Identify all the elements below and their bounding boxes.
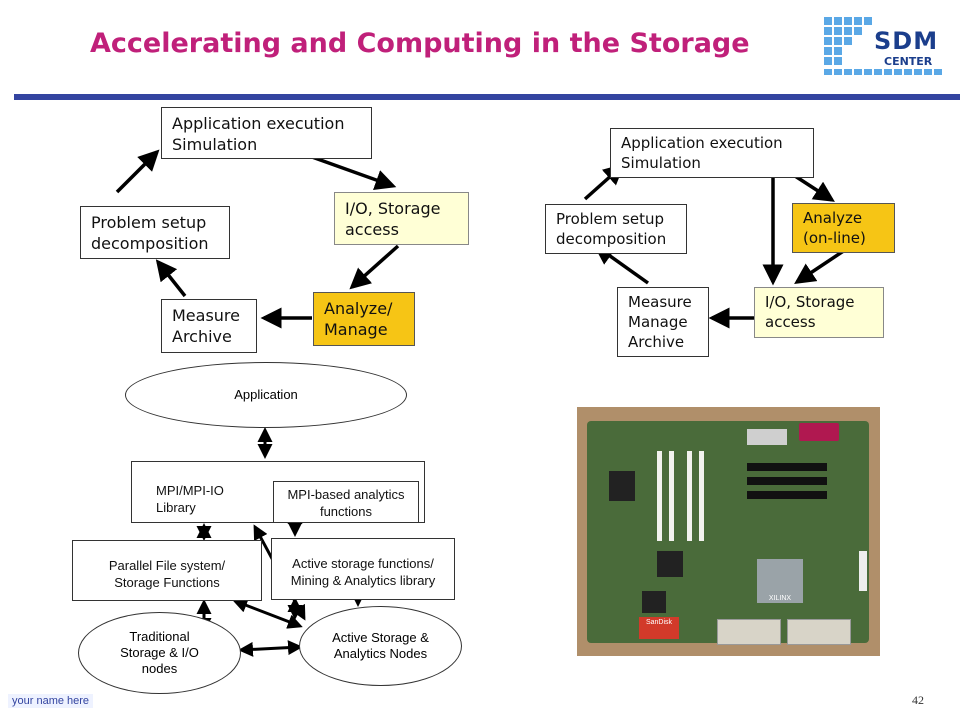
left-setup-line2: decomposition [91,234,209,253]
logo-sdm-text: SDM [874,27,939,55]
left-measure-archive-box: Measure Archive [161,299,257,353]
active-fn-line2: Mining & Analytics library [290,573,436,588]
serial-port [799,423,839,441]
logo-grid-icon [824,17,942,75]
active-storage-nodes-ellipse: Active Storage & Analytics Nodes [299,606,462,686]
right-app-line1: Application execution [621,134,783,152]
left-measure-line2: Archive [172,327,232,346]
sdm-center-logo: SDM CENTER [820,15,948,81]
arrow-setup-to-app [115,149,160,194]
mpi-analytics-box: MPI-based analytics functions [273,481,419,523]
right-io-line1: I/O, Storage [765,293,855,311]
active-storage-functions-box: Active storage functions/ Mining & Analy… [271,538,455,600]
left-measure-line1: Measure [172,306,240,325]
mpi-analytics-line2: functions [319,504,373,519]
arrow-r-app-to-analyze [794,174,835,202]
right-app-line2: Simulation [621,154,701,172]
left-app-line2: Simulation [172,135,258,154]
mpi-line1: MPI/MPI-IO [156,483,224,498]
left-problem-setup-box: Problem setup decomposition [80,206,230,259]
title-underline-bar [14,94,960,100]
right-analyze-line1: Analyze [803,209,863,227]
circuit-board: XILINX SanDisk [587,421,869,645]
fpga-board-photo: XILINX SanDisk [577,407,880,656]
pfs-line1: Parallel File system/ [108,558,226,573]
active-nodes-line2: Analytics Nodes [333,646,428,661]
left-setup-line1: Problem setup [91,213,207,232]
arrow-pfs-active-nodes [232,598,303,629]
traditional-line1: Traditional [129,629,190,644]
right-measure-manage-box: Measure Manage Archive [617,287,709,357]
slide-title: Accelerating and Computing in the Storag… [90,28,750,59]
arrow-traditional-active [238,640,303,657]
parallel-file-system-box: Parallel File system/ Storage Functions [72,540,262,601]
arrow-io-to-analyze [349,244,400,290]
right-app-execution-box: Application execution Simulation [610,128,814,178]
right-measure-line2: Manage [628,313,688,331]
active-nodes-line1: Active Storage & [332,630,429,645]
active-fn-line1: Active storage functions/ [292,556,434,571]
fpga-chip: XILINX [757,559,803,603]
right-io-line2: access [765,313,816,331]
right-setup-line2: decomposition [556,230,667,248]
right-problem-setup-box: Problem setup decomposition [545,204,687,254]
right-measure-line1: Measure [628,293,692,311]
arrow-app-to-io [311,155,397,190]
left-io-line1: I/O, Storage [345,199,441,218]
rj45-ports [747,429,787,445]
right-setup-line1: Problem setup [556,210,665,228]
left-analyze-line1: Analyze/ [324,299,393,318]
traditional-line2: Storage & I/O [120,645,199,660]
left-analyze-manage-box: Analyze/ Manage [313,292,415,346]
arrow-r-analyze-to-io [794,248,846,284]
traditional-line3: nodes [141,661,178,676]
left-app-line1: Application execution [172,114,345,133]
right-io-storage-box: I/O, Storage access [754,287,884,338]
mpi-line2: Library [156,500,196,515]
left-app-execution-box: Application execution Simulation [161,107,372,159]
traditional-storage-ellipse: Traditional Storage & I/O nodes [78,612,241,694]
page-number: 42 [912,693,924,707]
left-analyze-line2: Manage [324,320,388,339]
compact-flash-card: SanDisk [639,617,679,639]
logo-center-text: CENTER [884,55,933,68]
application-ellipse: Application [125,362,407,428]
left-io-storage-box: I/O, Storage access [334,192,469,245]
right-analyze-online-box: Analyze (on-line) [792,203,895,253]
arrow-measure-to-setup [155,259,187,298]
right-analyze-line2: (on-line) [803,229,866,247]
application-label: Application [234,387,298,402]
mpi-analytics-line1: MPI-based analytics [287,487,405,502]
right-measure-line3: Archive [628,333,685,351]
left-io-line2: access [345,220,399,239]
pfs-line2: Storage Functions [114,575,220,590]
footer-author: your name here [8,694,94,708]
